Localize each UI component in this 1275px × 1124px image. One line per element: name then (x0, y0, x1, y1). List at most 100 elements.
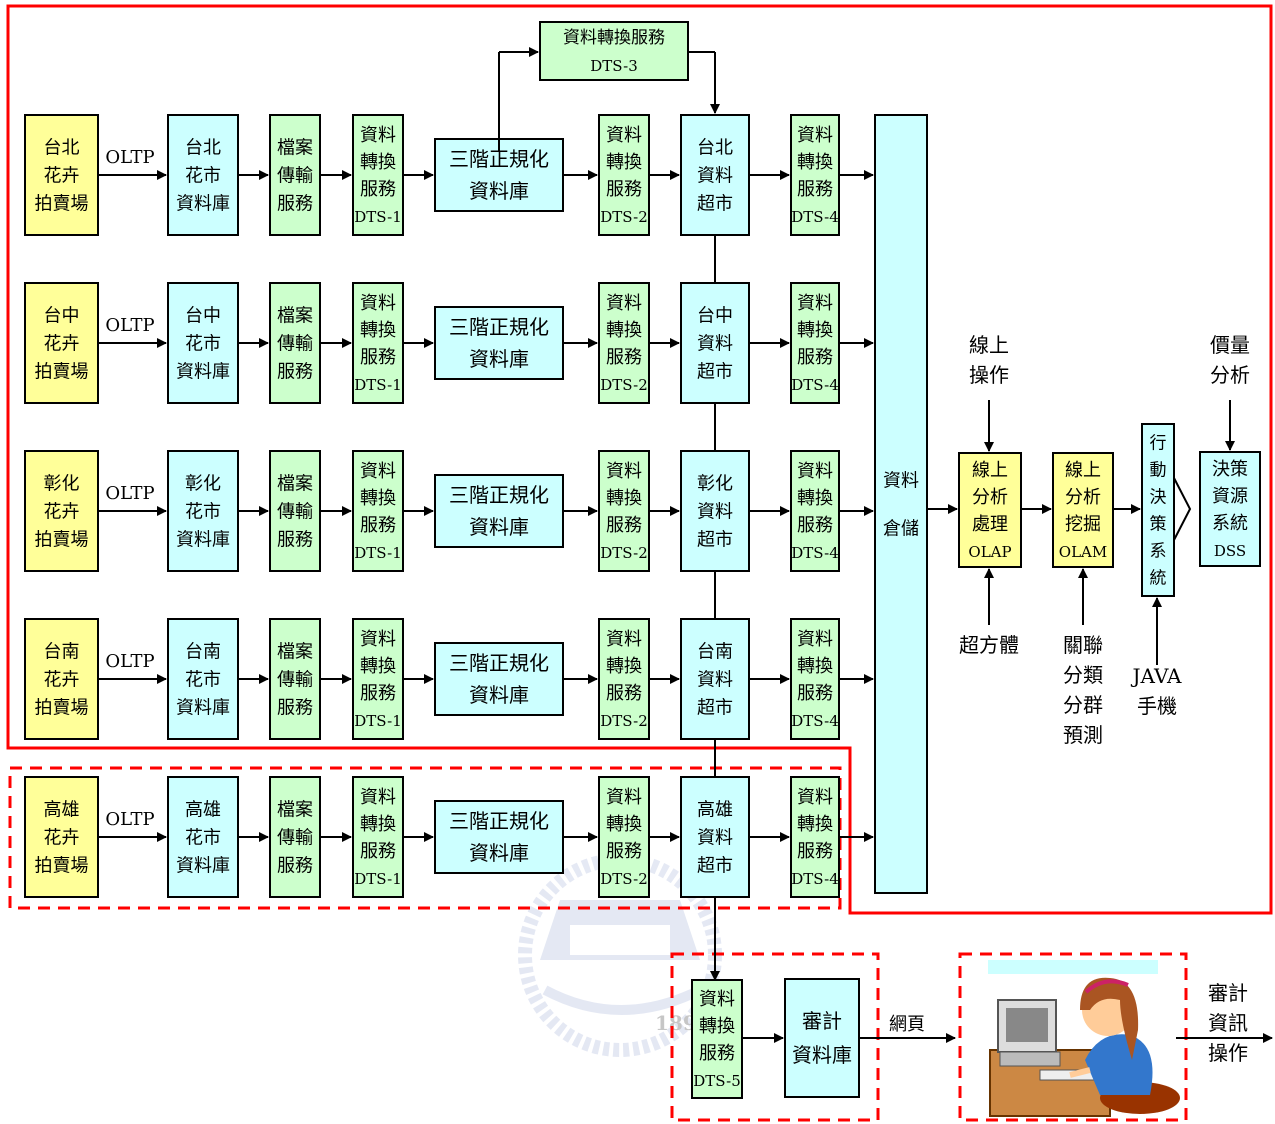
person-at-computer-icon (988, 960, 1180, 1116)
olap-box-label: OLAP (968, 543, 1011, 561)
dts4-box-label: 轉換 (797, 656, 833, 677)
data-warehouse-box-shape (875, 115, 927, 893)
auction-market-box-label: 拍賣場 (35, 529, 89, 550)
flower-market-db-box-label: 資料庫 (176, 193, 230, 214)
dts2-box-label: 服務 (606, 515, 642, 536)
mining-methods-label: 分類 (1063, 663, 1103, 687)
cube-label: 超方體 (959, 633, 1019, 657)
auction-market-box-label: 花卉 (44, 165, 80, 186)
dts4-box: 資料轉換服務DTS-4 (791, 451, 839, 571)
flower-market-db-box-label: 台北 (185, 137, 221, 158)
pipeline-row: 台中花卉拍賣場OLTP台中花市資料庫檔案傳輸服務資料轉換服務DTS-1三階正規化… (25, 283, 873, 403)
flower-market-db-box-label: 資料庫 (176, 697, 230, 718)
normalized-db-box-label: 資料庫 (469, 841, 529, 865)
file-transfer-box-label: 服務 (277, 529, 313, 550)
auction-market-box: 彰化花卉拍賣場 (25, 451, 98, 571)
oltp-label: OLTP (105, 483, 154, 504)
data-mart-box-label: 資料 (697, 333, 733, 354)
data-mart-box-label: 台中 (697, 305, 733, 326)
dts4-box-label: 轉換 (797, 152, 833, 173)
dts4-box-label: 轉換 (797, 814, 833, 835)
dts2-box-label: 服務 (606, 683, 642, 704)
flower-market-db-box-label: 彰化 (185, 473, 221, 494)
auction-market-box: 台中花卉拍賣場 (25, 283, 98, 403)
dts4-box-label: 服務 (797, 841, 833, 862)
dss-box-label: 系統 (1212, 513, 1248, 534)
dts1-box: 資料轉換服務DTS-1 (353, 619, 403, 739)
dts4-box: 資料轉換服務DTS-4 (791, 283, 839, 403)
dts2-box-label: 轉換 (606, 814, 642, 835)
olam-box: 線上分析挖掘OLAM (1053, 453, 1113, 567)
mobile-decision-box-label: 統 (1150, 569, 1167, 589)
online-op-label: 操作 (969, 363, 1009, 387)
file-transfer-box: 檔案傳輸服務 (270, 777, 320, 897)
olap-box-label: 線上 (972, 460, 1008, 481)
normalized-db-box: 三階正規化資料庫 (435, 801, 563, 873)
dts1-box-label: DTS-1 (354, 870, 401, 888)
dts4-box-label: 服務 (797, 515, 833, 536)
dts4-box-label: 服務 (797, 683, 833, 704)
web-label: 網頁 (889, 1014, 925, 1035)
data-mart-box-label: 超市 (697, 193, 733, 214)
dts4-box-label: 轉換 (797, 320, 833, 341)
file-transfer-box-label: 傳輸 (277, 827, 313, 848)
dts1-box-label: 資料 (360, 787, 396, 808)
flower-market-db-box-label: 花市 (185, 165, 221, 186)
auction-market-box-label: 高雄 (44, 799, 80, 820)
mobile-decision-box-label: 動 (1150, 461, 1167, 481)
dts2-box-label: DTS-2 (600, 870, 647, 888)
dss-box-label: 決策 (1212, 459, 1248, 480)
dts2-box-label: 轉換 (606, 152, 642, 173)
dss-box-label: DSS (1214, 542, 1246, 560)
flower-market-db-box: 台北花市資料庫 (168, 115, 238, 235)
data-warehouse-box-label: 倉儲 (883, 518, 919, 539)
dts2-box-label: 資料 (606, 461, 642, 482)
audit-db-box-shape (785, 979, 859, 1097)
pipeline-row: 台南花卉拍賣場OLTP台南花市資料庫檔案傳輸服務資料轉換服務DTS-1三階正規化… (25, 619, 873, 739)
dts1-box-label: DTS-1 (354, 208, 401, 226)
dts5-box-label: 資料 (699, 989, 735, 1010)
dts1-box: 資料轉換服務DTS-1 (353, 777, 403, 897)
dts2-box: 資料轉換服務DTS-2 (599, 115, 649, 235)
dts2-box-label: DTS-2 (600, 208, 647, 226)
audit-db-box-label: 資料庫 (792, 1043, 852, 1067)
flower-market-db-box-label: 花市 (185, 669, 221, 690)
dts4-box-label: DTS-4 (791, 208, 838, 226)
dts4-box-label: DTS-4 (791, 712, 838, 730)
file-transfer-box-label: 傳輸 (277, 669, 313, 690)
data-mart-box-label: 超市 (697, 697, 733, 718)
file-transfer-box-label: 檔案 (277, 137, 313, 158)
dts2-box-label: 轉換 (606, 320, 642, 341)
dts1-box-label: 服務 (360, 347, 396, 368)
dts1-box-label: DTS-1 (354, 544, 401, 562)
olap-box-label: 處理 (972, 514, 1008, 535)
dts1-box-label: 轉換 (360, 814, 396, 835)
dts1-box-label: 轉換 (360, 488, 396, 509)
dts4-box-label: 資料 (797, 293, 833, 314)
normalized-db-box: 三階正規化資料庫 (435, 475, 563, 547)
dts2-box-label: DTS-2 (600, 376, 647, 394)
audit-op-label: 資訊 (1208, 1011, 1248, 1035)
dts1-box-label: 轉換 (360, 152, 396, 173)
dts2-box-label: 資料 (606, 125, 642, 146)
oltp-label: OLTP (105, 315, 154, 336)
flower-market-db-box-label: 花市 (185, 333, 221, 354)
file-transfer-box: 檔案傳輸服務 (270, 283, 320, 403)
dts1-box-label: 資料 (360, 629, 396, 650)
file-transfer-box-label: 檔案 (277, 305, 313, 326)
mining-methods-label: 預測 (1063, 723, 1103, 747)
dts5-box-label: DTS-5 (693, 1072, 740, 1090)
data-mart-box-label: 高雄 (697, 799, 733, 820)
dts1-box-label: 轉換 (360, 320, 396, 341)
dts1-box-label: 服務 (360, 179, 396, 200)
dts2-box-label: 轉換 (606, 656, 642, 677)
